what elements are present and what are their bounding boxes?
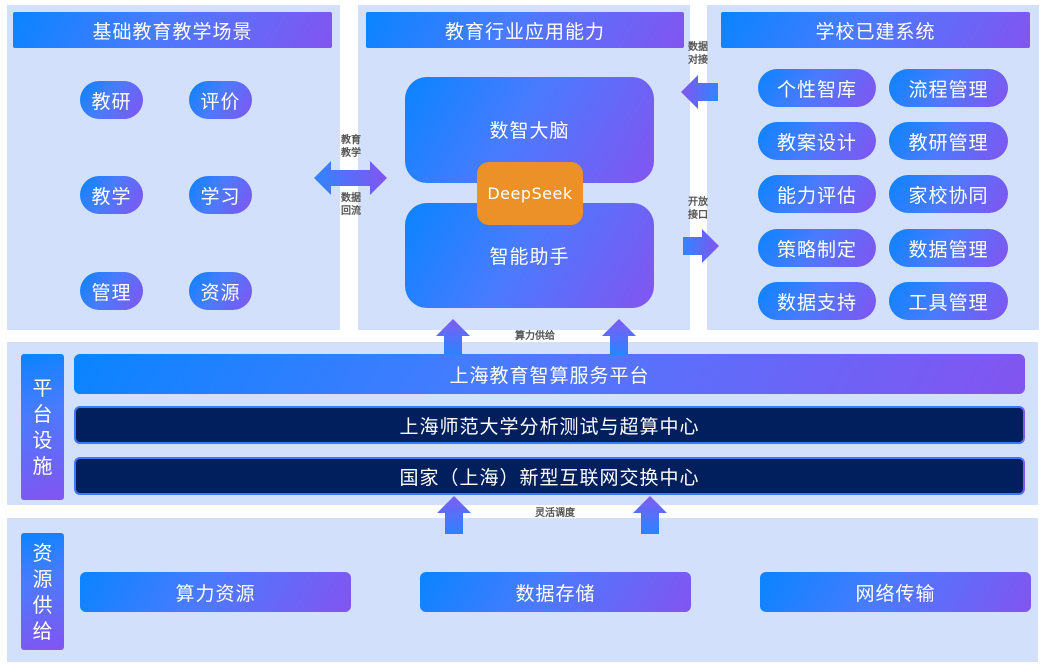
arrow-up-icon (436, 319, 470, 355)
resource-network-transmission[interactable]: 网络传输 (760, 572, 1031, 612)
system-item-process-management[interactable]: 流程管理 (889, 69, 1008, 107)
scenario-item-management[interactable]: 管理 (80, 272, 143, 310)
connector-label-education-teaching: 教育 教学 (341, 135, 361, 159)
arrow-left-icon (681, 75, 718, 109)
deepseek-model-badge[interactable]: DeepSeek (477, 162, 583, 225)
arrow-right-icon (683, 229, 719, 263)
shanghai-edu-computing-platform[interactable]: 上海教育智算服务平台 (74, 354, 1025, 394)
scenario-item-learning[interactable]: 学习 (189, 176, 252, 214)
system-item-strategy-making[interactable]: 策略制定 (758, 229, 876, 267)
bidirectional-arrow-icon (314, 161, 387, 195)
resource-data-storage[interactable]: 数据存储 (420, 572, 691, 612)
industry-capability-title: 教育行业应用能力 (366, 12, 684, 48)
platform-side-label: 平 台 设 施 (21, 354, 64, 500)
system-item-lesson-design[interactable]: 教案设计 (758, 122, 876, 160)
scenario-item-teaching[interactable]: 教学 (80, 176, 143, 214)
connector-label-data-docking: 数据 对接 (688, 42, 708, 66)
system-item-research-management[interactable]: 教研管理 (889, 122, 1008, 160)
system-item-ability-assessment[interactable]: 能力评估 (758, 175, 876, 213)
system-item-personal-think-tank[interactable]: 个性智库 (758, 69, 876, 107)
national-internet-exchange-center[interactable]: 国家（上海）新型互联网交换中心 (74, 457, 1025, 495)
arrow-up-icon (437, 496, 471, 534)
shnu-supercomputing-center[interactable]: 上海师范大学分析测试与超算中心 (74, 406, 1025, 444)
connector-label-open-interface: 开放 接口 (688, 197, 708, 221)
scenario-item-teaching-research[interactable]: 教研 (80, 81, 143, 119)
arrow-up-icon (602, 319, 636, 355)
basic-scenarios-title: 基础教育教学场景 (13, 12, 332, 48)
resource-side-label: 资 源 供 给 (21, 533, 64, 650)
school-systems-title: 学校已建系统 (721, 12, 1030, 48)
school-systems-panel (707, 5, 1039, 330)
resource-compute[interactable]: 算力资源 (80, 572, 351, 612)
connector-label-flexible-dispatch: 灵活调度 (535, 508, 575, 519)
system-item-tool-management[interactable]: 工具管理 (889, 282, 1008, 320)
system-item-data-support[interactable]: 数据支持 (758, 282, 876, 320)
system-item-home-school-collab[interactable]: 家校协同 (889, 175, 1008, 213)
arrow-up-icon (633, 496, 667, 534)
scenario-item-evaluation[interactable]: 评价 (189, 81, 252, 119)
scenario-item-resources[interactable]: 资源 (189, 272, 252, 310)
basic-scenarios-panel (7, 5, 340, 330)
connector-label-data-backflow: 数据 回流 (341, 193, 361, 217)
system-item-data-management[interactable]: 数据管理 (889, 229, 1008, 267)
connector-label-compute-supply: 算力供给 (515, 331, 555, 342)
